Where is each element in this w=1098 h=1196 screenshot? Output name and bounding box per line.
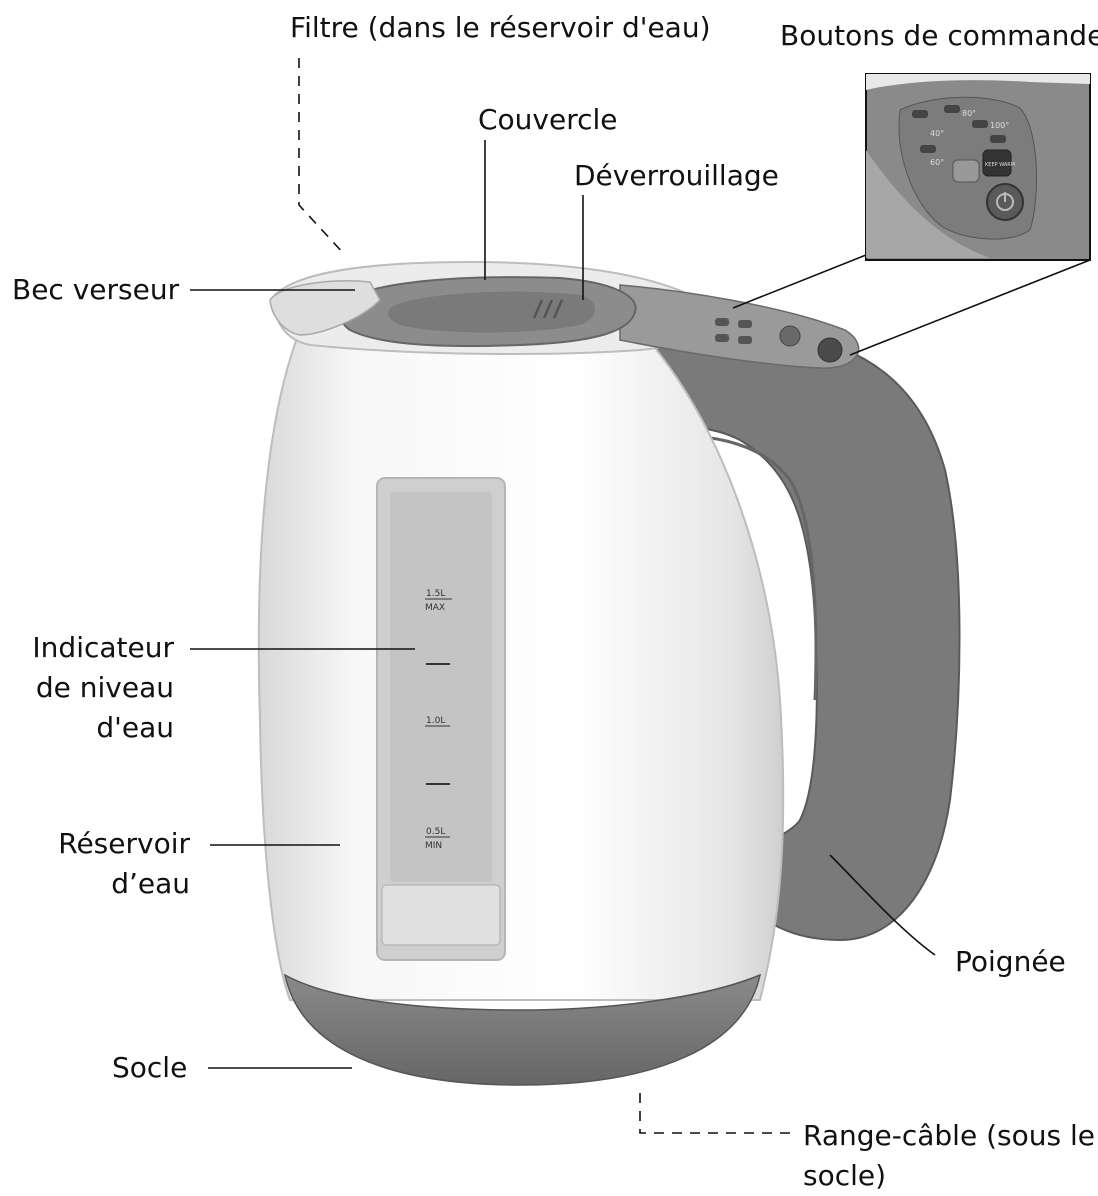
gauge-mark-min-sub: MIN — [425, 841, 442, 851]
label-bec-verseur: Bec verseur — [12, 273, 180, 306]
water-window-inner — [390, 492, 492, 882]
label-indicateur-line-3: d'eau — [96, 711, 174, 744]
unlock-grip — [532, 299, 564, 319]
label-reservoir-line-1: Réservoir — [58, 827, 190, 860]
label-poignee: Poignée — [955, 945, 1066, 978]
label-couvercle: Couvercle — [478, 103, 618, 136]
leader-panel-top — [732, 254, 867, 309]
control-panel-inset: 40° 60° 80° 100° KEEP WARM — [865, 73, 1091, 261]
panel-mark-80: 80° — [962, 109, 976, 118]
leader-panel-bottom — [849, 259, 1091, 356]
handle — [603, 331, 961, 942]
label-deverrouillage: Déverrouillage — [574, 159, 779, 192]
gauge-mark-max-sub: MAX — [425, 603, 445, 613]
label-indicateur-line-1: Indicateur — [32, 631, 174, 664]
label-filtre: Filtre (dans le réservoir d'eau) — [290, 11, 711, 44]
spout — [269, 280, 381, 336]
label-boutons-de-commande: Boutons de commande — [780, 19, 1098, 52]
label-reservoir-line-2: d’eau — [111, 867, 190, 900]
leader-lines — [190, 58, 1091, 1134]
leader-range — [639, 1093, 790, 1134]
label-range-cable: Range-câble (sous le socle) — [803, 1116, 1095, 1196]
gauge-mark-min: 0.5L — [426, 827, 445, 837]
base — [283, 973, 762, 1086]
leader-poignee — [829, 854, 936, 956]
label-range-line-2: socle) — [803, 1159, 887, 1192]
gauge-marks: 1.5L MAX 1.0L 0.5L MIN — [425, 589, 452, 851]
ridge-buttons — [715, 318, 843, 363]
panel-mark-60: 60° — [930, 158, 944, 167]
label-indicateur-de-niveau: Indicateur de niveau d'eau — [10, 628, 174, 748]
label-indicateur-line-2: de niveau — [35, 671, 174, 704]
gauge-mark-max: 1.5L — [426, 589, 445, 599]
gauge-mark-1l: 1.0L — [426, 716, 445, 726]
water-window-foot — [381, 884, 501, 946]
label-range-line-1: Range-câble (sous le — [803, 1119, 1095, 1152]
panel-mark-100: 100° — [990, 121, 1009, 130]
leader-filtre — [298, 58, 346, 256]
label-reservoir-eau: Réservoir d’eau — [40, 824, 190, 904]
label-socle: Socle — [112, 1051, 188, 1084]
lid-inner — [388, 291, 595, 333]
panel-mark-40: 40° — [930, 129, 944, 138]
panel-mark-keep-warm: KEEP WARM — [985, 162, 1015, 168]
kettle-body — [257, 329, 785, 1001]
